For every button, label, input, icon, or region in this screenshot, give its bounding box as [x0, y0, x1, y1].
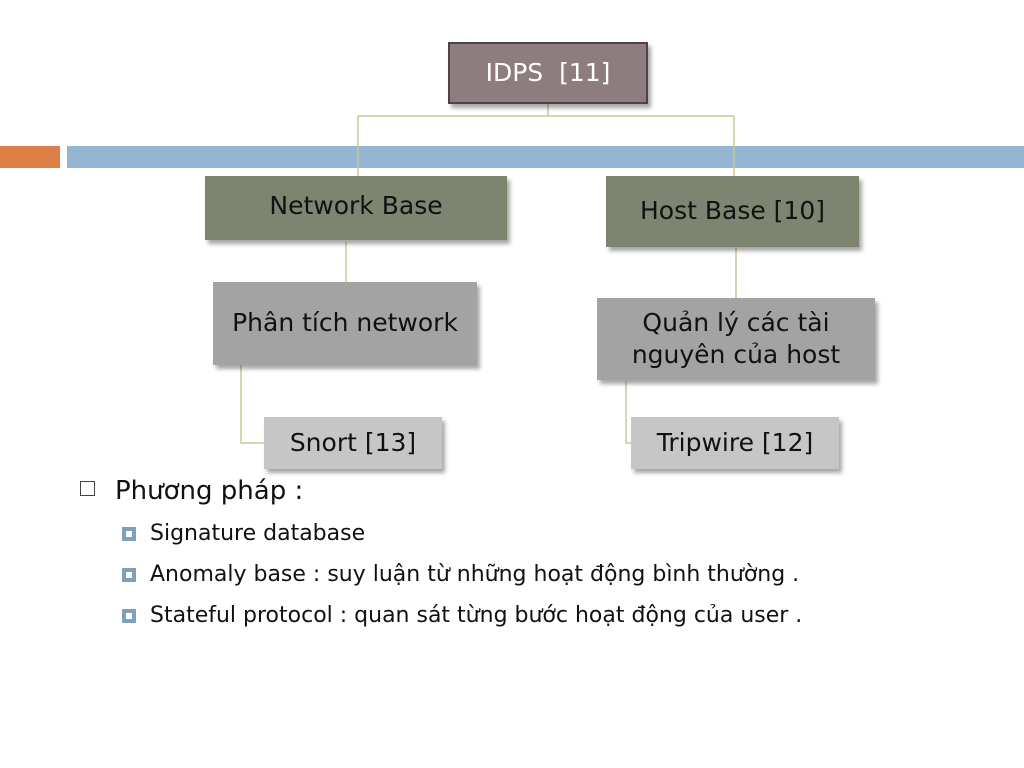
- node-host-resources-line1: Quản lý các tài: [642, 307, 830, 337]
- bullet-list: Phương pháp : Signature database Anomaly…: [80, 476, 900, 639]
- accent-bar-blue: [67, 146, 1024, 168]
- node-host-resources-line2: nguyên của host: [631, 340, 841, 369]
- filled-square-bullet-icon: [122, 527, 136, 541]
- sub-bullet-text: Stateful protocol : quan sát từng bước h…: [150, 603, 803, 628]
- connector-analysis-to-snort: [240, 365, 265, 444]
- filled-square-bullet-icon: [122, 568, 136, 582]
- connector-resources-to-tripwire: [625, 381, 632, 444]
- sub-bullet-1: Signature database: [122, 516, 900, 551]
- sub-bullet-2: Anomaly base : suy luận từ những hoạt độ…: [122, 557, 900, 592]
- square-bullet-icon: [80, 481, 95, 496]
- node-host-base-label: Host Base [10]: [639, 196, 825, 226]
- node-network-base-label: Network Base: [269, 191, 443, 220]
- sub-bullet-text: Signature database: [150, 521, 366, 546]
- node-host-base: Host Base [10]: [606, 176, 859, 247]
- node-network-analysis: Phân tích network: [213, 282, 477, 365]
- node-tripwire: Tripwire [12]: [631, 417, 839, 469]
- sub-bullet-3: Stateful protocol : quan sát từng bước h…: [122, 598, 900, 633]
- node-tripwire-label: Tripwire [12]: [656, 427, 814, 457]
- filled-square-bullet-icon: [122, 609, 136, 623]
- bullet-heading: Phương pháp :: [115, 476, 304, 506]
- node-network-base: Network Base: [205, 176, 507, 240]
- connector-root-to-children: [357, 104, 735, 178]
- node-snort-label: Snort [13]: [289, 427, 417, 457]
- node-host-resources: Quản lý các tài nguyên của host: [597, 298, 875, 380]
- node-idps: IDPS [11]: [448, 42, 648, 104]
- node-snort: Snort [13]: [264, 417, 442, 469]
- sub-bullet-text: Anomaly base : suy luận từ những hoạt độ…: [150, 562, 800, 587]
- node-network-analysis-label: Phân tích network: [232, 308, 458, 338]
- bullet-heading-row: Phương pháp :: [80, 476, 900, 506]
- accent-bar-orange: [0, 146, 60, 168]
- node-idps-label: IDPS [11]: [485, 57, 611, 87]
